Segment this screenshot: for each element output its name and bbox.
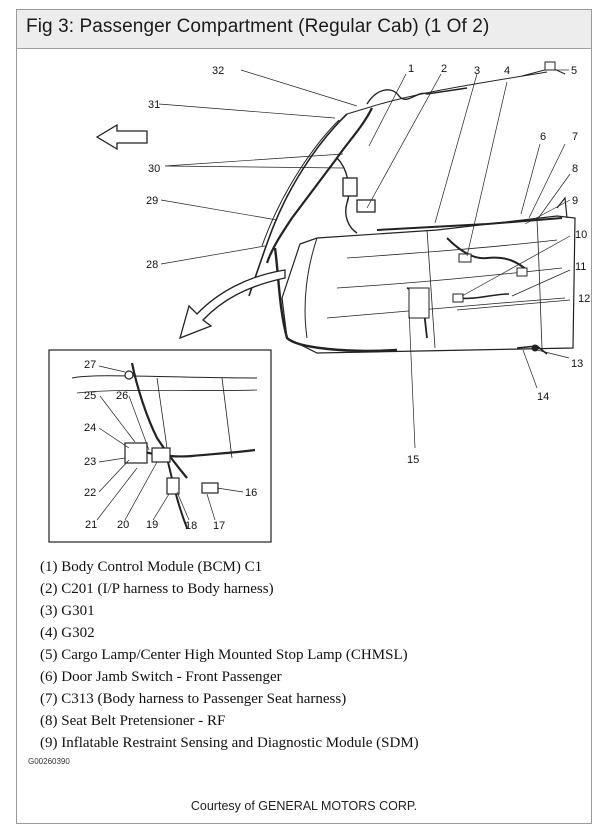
callout-30: 30 (148, 163, 160, 175)
title-bar (17, 10, 591, 49)
callout-6: 6 (540, 131, 546, 143)
callout-28: 28 (146, 259, 158, 271)
floor-panel (281, 215, 576, 354)
callout-2: 2 (441, 63, 447, 75)
legend-item: (2) C201 (I/P harness to Body harness) (40, 581, 274, 597)
callout-24: 24 (84, 422, 96, 434)
callout-32: 32 (212, 65, 224, 77)
credit-line: Courtesy of GENERAL MOTORS CORP. (190, 799, 418, 813)
inset-detail-box (48, 349, 272, 543)
callout-9: 9 (572, 195, 578, 207)
legend-item: (7) C313 (Body harness to Passenger Seat… (40, 691, 347, 707)
callout-11: 11 (575, 261, 586, 273)
forward-arrow-icon (95, 123, 148, 151)
legend-item: (8) Seat Belt Pretensioner - RF (40, 713, 226, 729)
roof-harness (366, 87, 468, 105)
callout-23: 23 (84, 456, 96, 468)
figure-title: Fig 3: Passenger Compartment (Regular Ca… (26, 16, 490, 37)
callout-27: 27 (84, 359, 96, 371)
callout-12: 12 (578, 293, 590, 305)
callout-15: 15 (407, 454, 419, 466)
callout-21: 21 (85, 519, 97, 531)
legend-item: (9) Inflatable Restraint Sensing and Dia… (40, 735, 419, 751)
callout-4: 4 (504, 65, 510, 77)
legend-list: (1) Body Control Module (BCM) C1 (2) C20… (40, 556, 419, 754)
callout-22: 22 (84, 487, 96, 499)
callout-26: 26 (116, 390, 128, 402)
callout-17: 17 (213, 520, 225, 532)
wiring-diagram: 1 2 3 4 5 6 7 8 9 10 11 12 13 14 15 16 1… (48, 61, 590, 543)
callout-3: 3 (474, 65, 480, 77)
legend-item: (1) Body Control Module (BCM) C1 (40, 559, 263, 575)
legend-item: (4) G302 (40, 625, 95, 641)
callout-18: 18 (185, 520, 197, 532)
callout-31: 31 (148, 99, 160, 111)
callout-29: 29 (146, 195, 158, 207)
legend-item: (5) Cargo Lamp/Center High Mounted Stop … (40, 647, 408, 663)
callout-8: 8 (572, 163, 578, 175)
callout-10: 10 (575, 229, 587, 241)
a-pillar (248, 113, 348, 297)
callout-14: 14 (537, 391, 549, 403)
callout-19: 19 (146, 519, 158, 531)
callout-7: 7 (572, 131, 578, 143)
callout-20: 20 (117, 519, 129, 531)
figure-code: G00260390 (28, 757, 70, 766)
callout-13: 13 (571, 358, 583, 370)
inset-pointer-arrow (179, 269, 286, 340)
callout-25: 25 (84, 390, 96, 402)
callout-16: 16 (245, 487, 257, 499)
bcm-module (342, 177, 358, 197)
callout-5: 5 (571, 65, 577, 77)
legend-item: (6) Door Jamb Switch - Front Passenger (40, 669, 282, 685)
callout-labels: 1 2 3 4 5 6 7 8 9 10 11 12 13 14 15 16 1… (84, 63, 590, 532)
callout-1: 1 (408, 63, 414, 75)
legend-item: (3) G301 (40, 603, 95, 619)
